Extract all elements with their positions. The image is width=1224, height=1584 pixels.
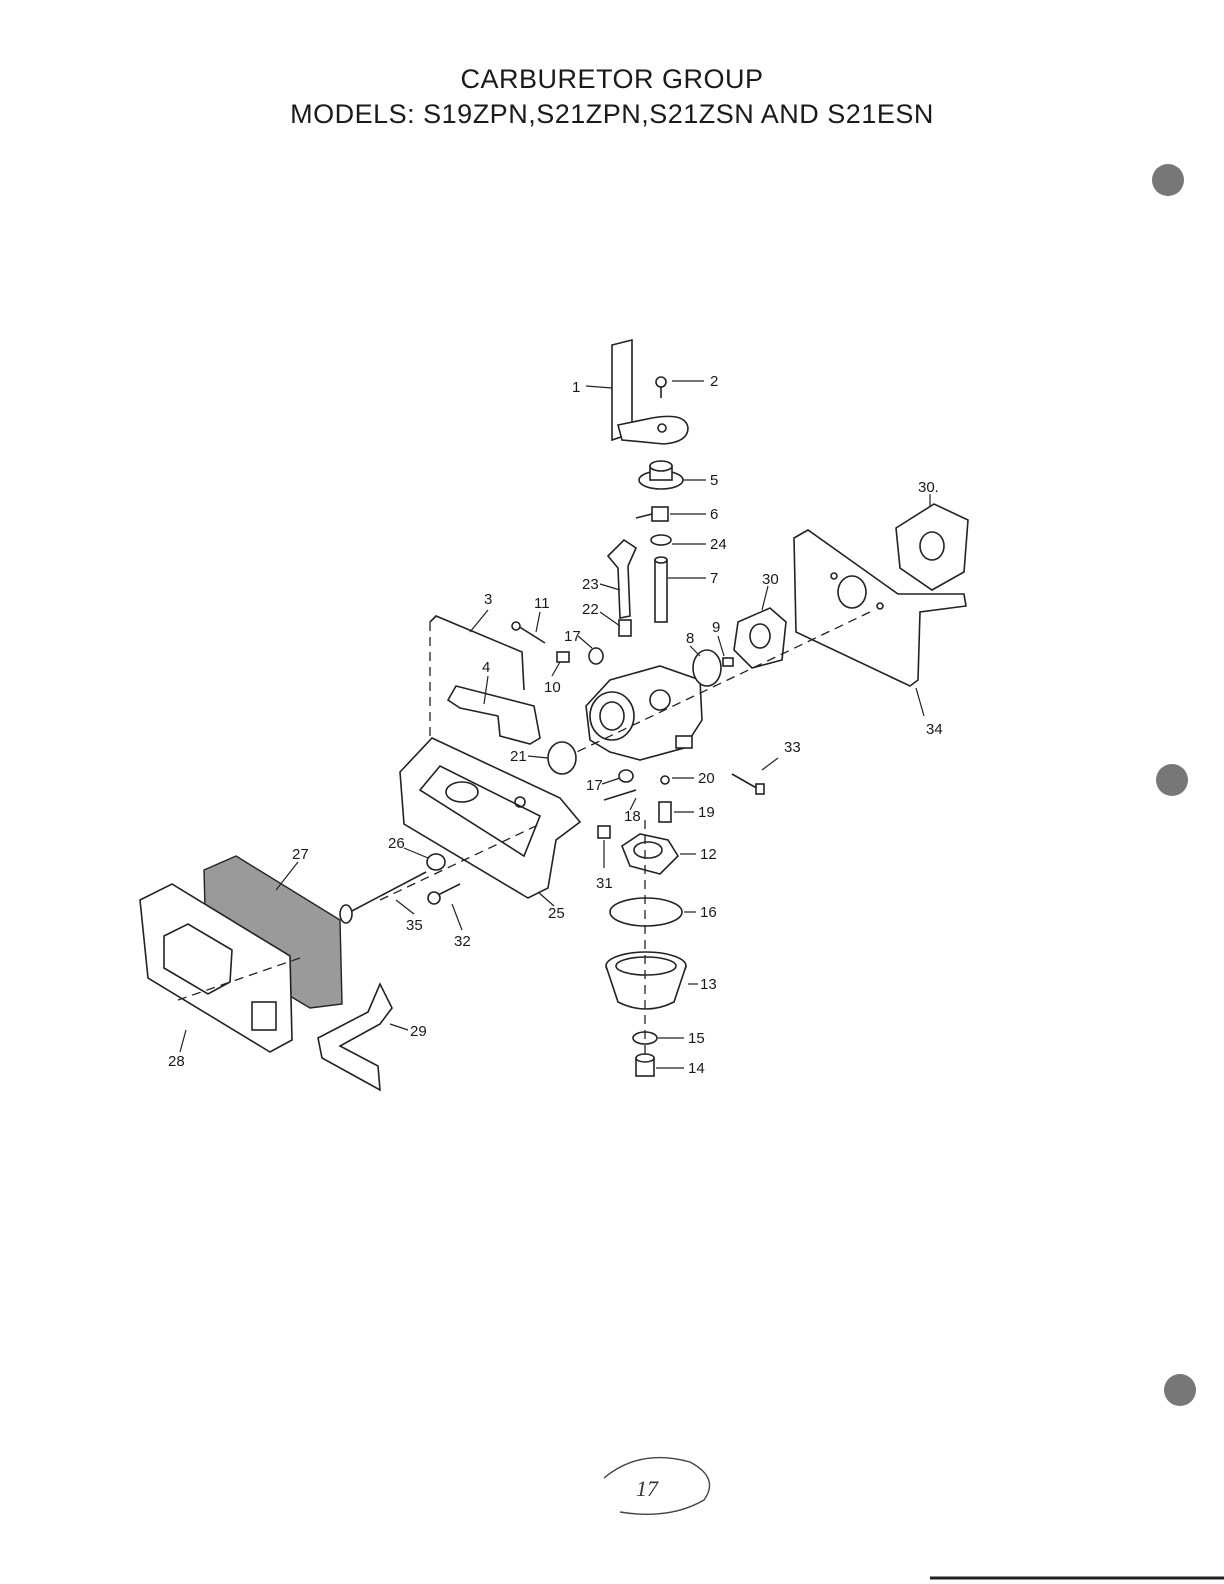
part-32-screw — [427, 883, 461, 905]
callout-16: 16 — [700, 904, 717, 921]
callout-35: 35 — [406, 917, 423, 934]
part-25-air-filter-base — [399, 737, 582, 899]
part-23-lever — [606, 538, 638, 619]
part-10-clip — [556, 651, 570, 663]
callout-14: 14 — [688, 1060, 705, 1077]
callout-5: 5 — [710, 472, 718, 489]
leader-lines — [179, 380, 931, 1069]
part-17-plug-upper — [588, 647, 604, 665]
callout-17-lower: 17 — [586, 777, 603, 794]
callout-9: 9 — [712, 619, 720, 636]
part-2-screw — [655, 376, 667, 398]
part-22-spring — [618, 619, 632, 637]
callout-26: 26 — [388, 835, 405, 852]
callout-21: 21 — [510, 748, 527, 765]
alignment-line-main — [559, 611, 871, 761]
callout-22: 22 — [582, 601, 599, 618]
callout-28: 28 — [168, 1053, 185, 1070]
part-6-nut — [635, 506, 669, 522]
part-19-needle — [658, 801, 672, 823]
part-7-shaft — [654, 556, 668, 623]
callout-19: 19 — [698, 804, 715, 821]
part-13-float-bowl — [605, 951, 687, 1010]
part-26-spacer — [426, 853, 446, 871]
binder-hole-bottom — [1164, 1374, 1196, 1406]
part-34-insulator-plate — [793, 529, 967, 687]
callout-30-outer: 30. — [918, 479, 939, 496]
part-33-bolt — [731, 773, 765, 795]
diagram-subtitle-models: MODELS: S19ZPN,S21ZPN,S21ZSN AND S21ESN — [290, 99, 934, 129]
callout-11: 11 — [534, 595, 550, 612]
part-21-gasket — [547, 741, 577, 775]
carburetor-body — [585, 665, 703, 761]
callout-7: 7 — [710, 570, 718, 587]
callout-29: 29 — [410, 1023, 427, 1040]
callout-10: 10 — [544, 679, 561, 696]
part-28-air-cleaner-cover — [139, 883, 293, 1053]
part-11-screw — [511, 621, 546, 644]
part-12-float — [621, 833, 680, 875]
part-14-bowl-bolt — [635, 1053, 655, 1077]
part-29-wire-clip — [317, 982, 393, 1092]
callout-8: 8 — [686, 630, 694, 647]
part-30-gasket-inner — [733, 607, 787, 669]
callout-34: 34 — [926, 721, 943, 738]
callout-3: 3 — [484, 591, 492, 608]
callout-labels: 1 2 5 6 24 7 23 22 3 11 17 4 10 8 9 30 3… — [168, 373, 943, 1077]
callout-20: 20 — [698, 770, 715, 787]
page-number-text: 17 — [636, 1476, 659, 1501]
callout-12: 12 — [700, 846, 717, 863]
part-1-choke-bracket — [611, 338, 689, 445]
callout-2: 2 — [710, 373, 718, 390]
part-30-gasket-outer — [895, 503, 969, 591]
alignment-line-cover — [177, 957, 301, 1001]
diagram-title: CARBURETOR GROUP — [460, 64, 764, 94]
callout-17-upper: 17 — [564, 628, 581, 645]
callout-6: 6 — [710, 506, 718, 523]
callout-4: 4 — [482, 659, 490, 676]
callout-30-inner: 30 — [762, 571, 779, 588]
part-31-nut — [597, 825, 611, 839]
callout-25: 25 — [548, 905, 565, 922]
callout-23: 23 — [582, 576, 599, 593]
callout-1: 1 — [572, 379, 580, 396]
part-24-ring — [650, 534, 672, 546]
part-16-bowl-gasket — [609, 897, 683, 927]
part-17-plug-lower — [618, 769, 634, 783]
callout-13: 13 — [700, 976, 717, 993]
part-18-pin — [603, 789, 637, 801]
binder-holes — [1152, 164, 1196, 1406]
callout-15: 15 — [688, 1030, 705, 1047]
part-3-rod — [429, 615, 525, 740]
callout-31: 31 — [596, 875, 613, 892]
binder-hole-middle — [1156, 764, 1188, 796]
callout-18: 18 — [624, 808, 641, 825]
callout-24: 24 — [710, 536, 727, 553]
part-4-bracket — [446, 685, 541, 745]
part-20-seat — [660, 775, 670, 785]
part-8-diaphragm — [692, 649, 722, 687]
part-9-plug — [722, 657, 734, 667]
callout-33: 33 — [784, 739, 801, 756]
binder-hole-top — [1152, 164, 1184, 196]
part-35-long-screw — [339, 871, 427, 924]
callout-27: 27 — [292, 846, 309, 863]
part-5-boss — [638, 460, 684, 490]
callout-32: 32 — [454, 933, 471, 950]
page-number-mark: 17 — [603, 1456, 711, 1515]
